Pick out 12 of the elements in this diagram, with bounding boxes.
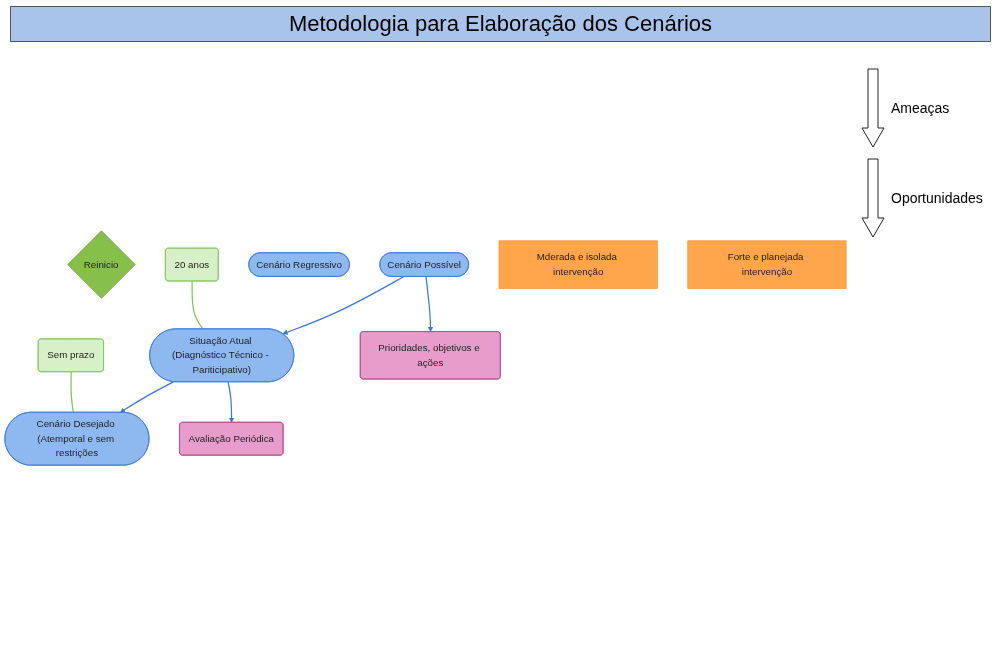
arrow (119, 381, 174, 413)
node-box: Mderada e isolada intervenção (498, 240, 658, 289)
arrow-label: Ameaças (891, 100, 950, 116)
connector (191, 280, 204, 330)
node-diamond: Reinicio (67, 230, 136, 299)
node-box: Forte e planejada intervenção (687, 240, 847, 289)
arrow (227, 381, 235, 423)
arrow-label: Oportunidades (891, 190, 983, 206)
arrow (282, 276, 405, 335)
diagram-title: Metodologia para Elaboração dos Cenários (10, 6, 991, 42)
arrow (425, 276, 434, 333)
connector (70, 371, 74, 414)
